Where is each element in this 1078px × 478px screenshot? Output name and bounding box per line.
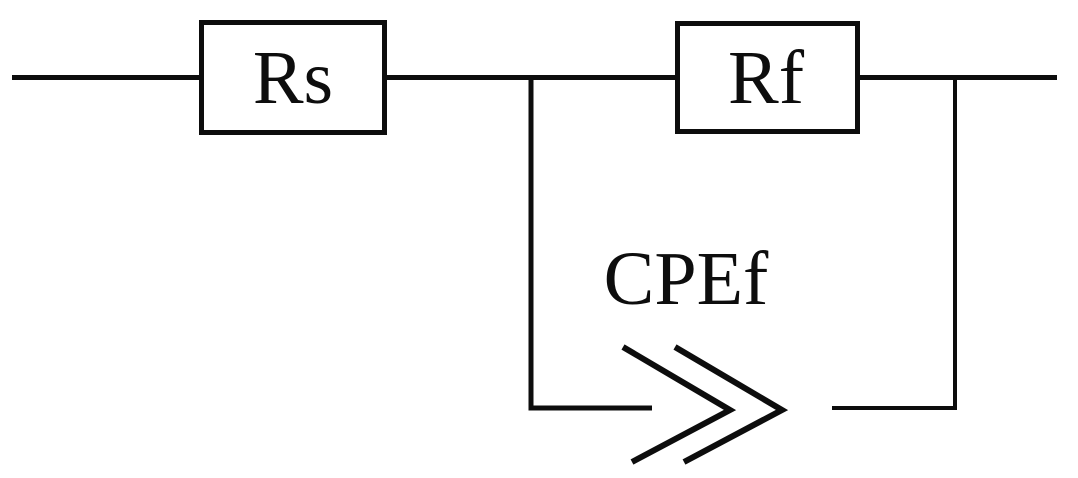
resistor-rs-box (199, 20, 387, 135)
rf-label: Rf (728, 36, 805, 120)
resistor-rf-box (675, 21, 860, 134)
wire-group (12, 20, 1057, 465)
rs-label: Rs (253, 36, 333, 120)
cpef-label: CPEf (604, 237, 769, 321)
parallel-right-branch-wire (832, 77, 957, 410)
cpe-icon (621, 344, 789, 465)
cpe-chevron-outer-icon (621, 344, 737, 465)
label-group: Rs Rf CPEf (253, 36, 805, 321)
cpe-chevron-inner-icon (673, 344, 789, 465)
parallel-left-branch-wire (528, 77, 652, 411)
